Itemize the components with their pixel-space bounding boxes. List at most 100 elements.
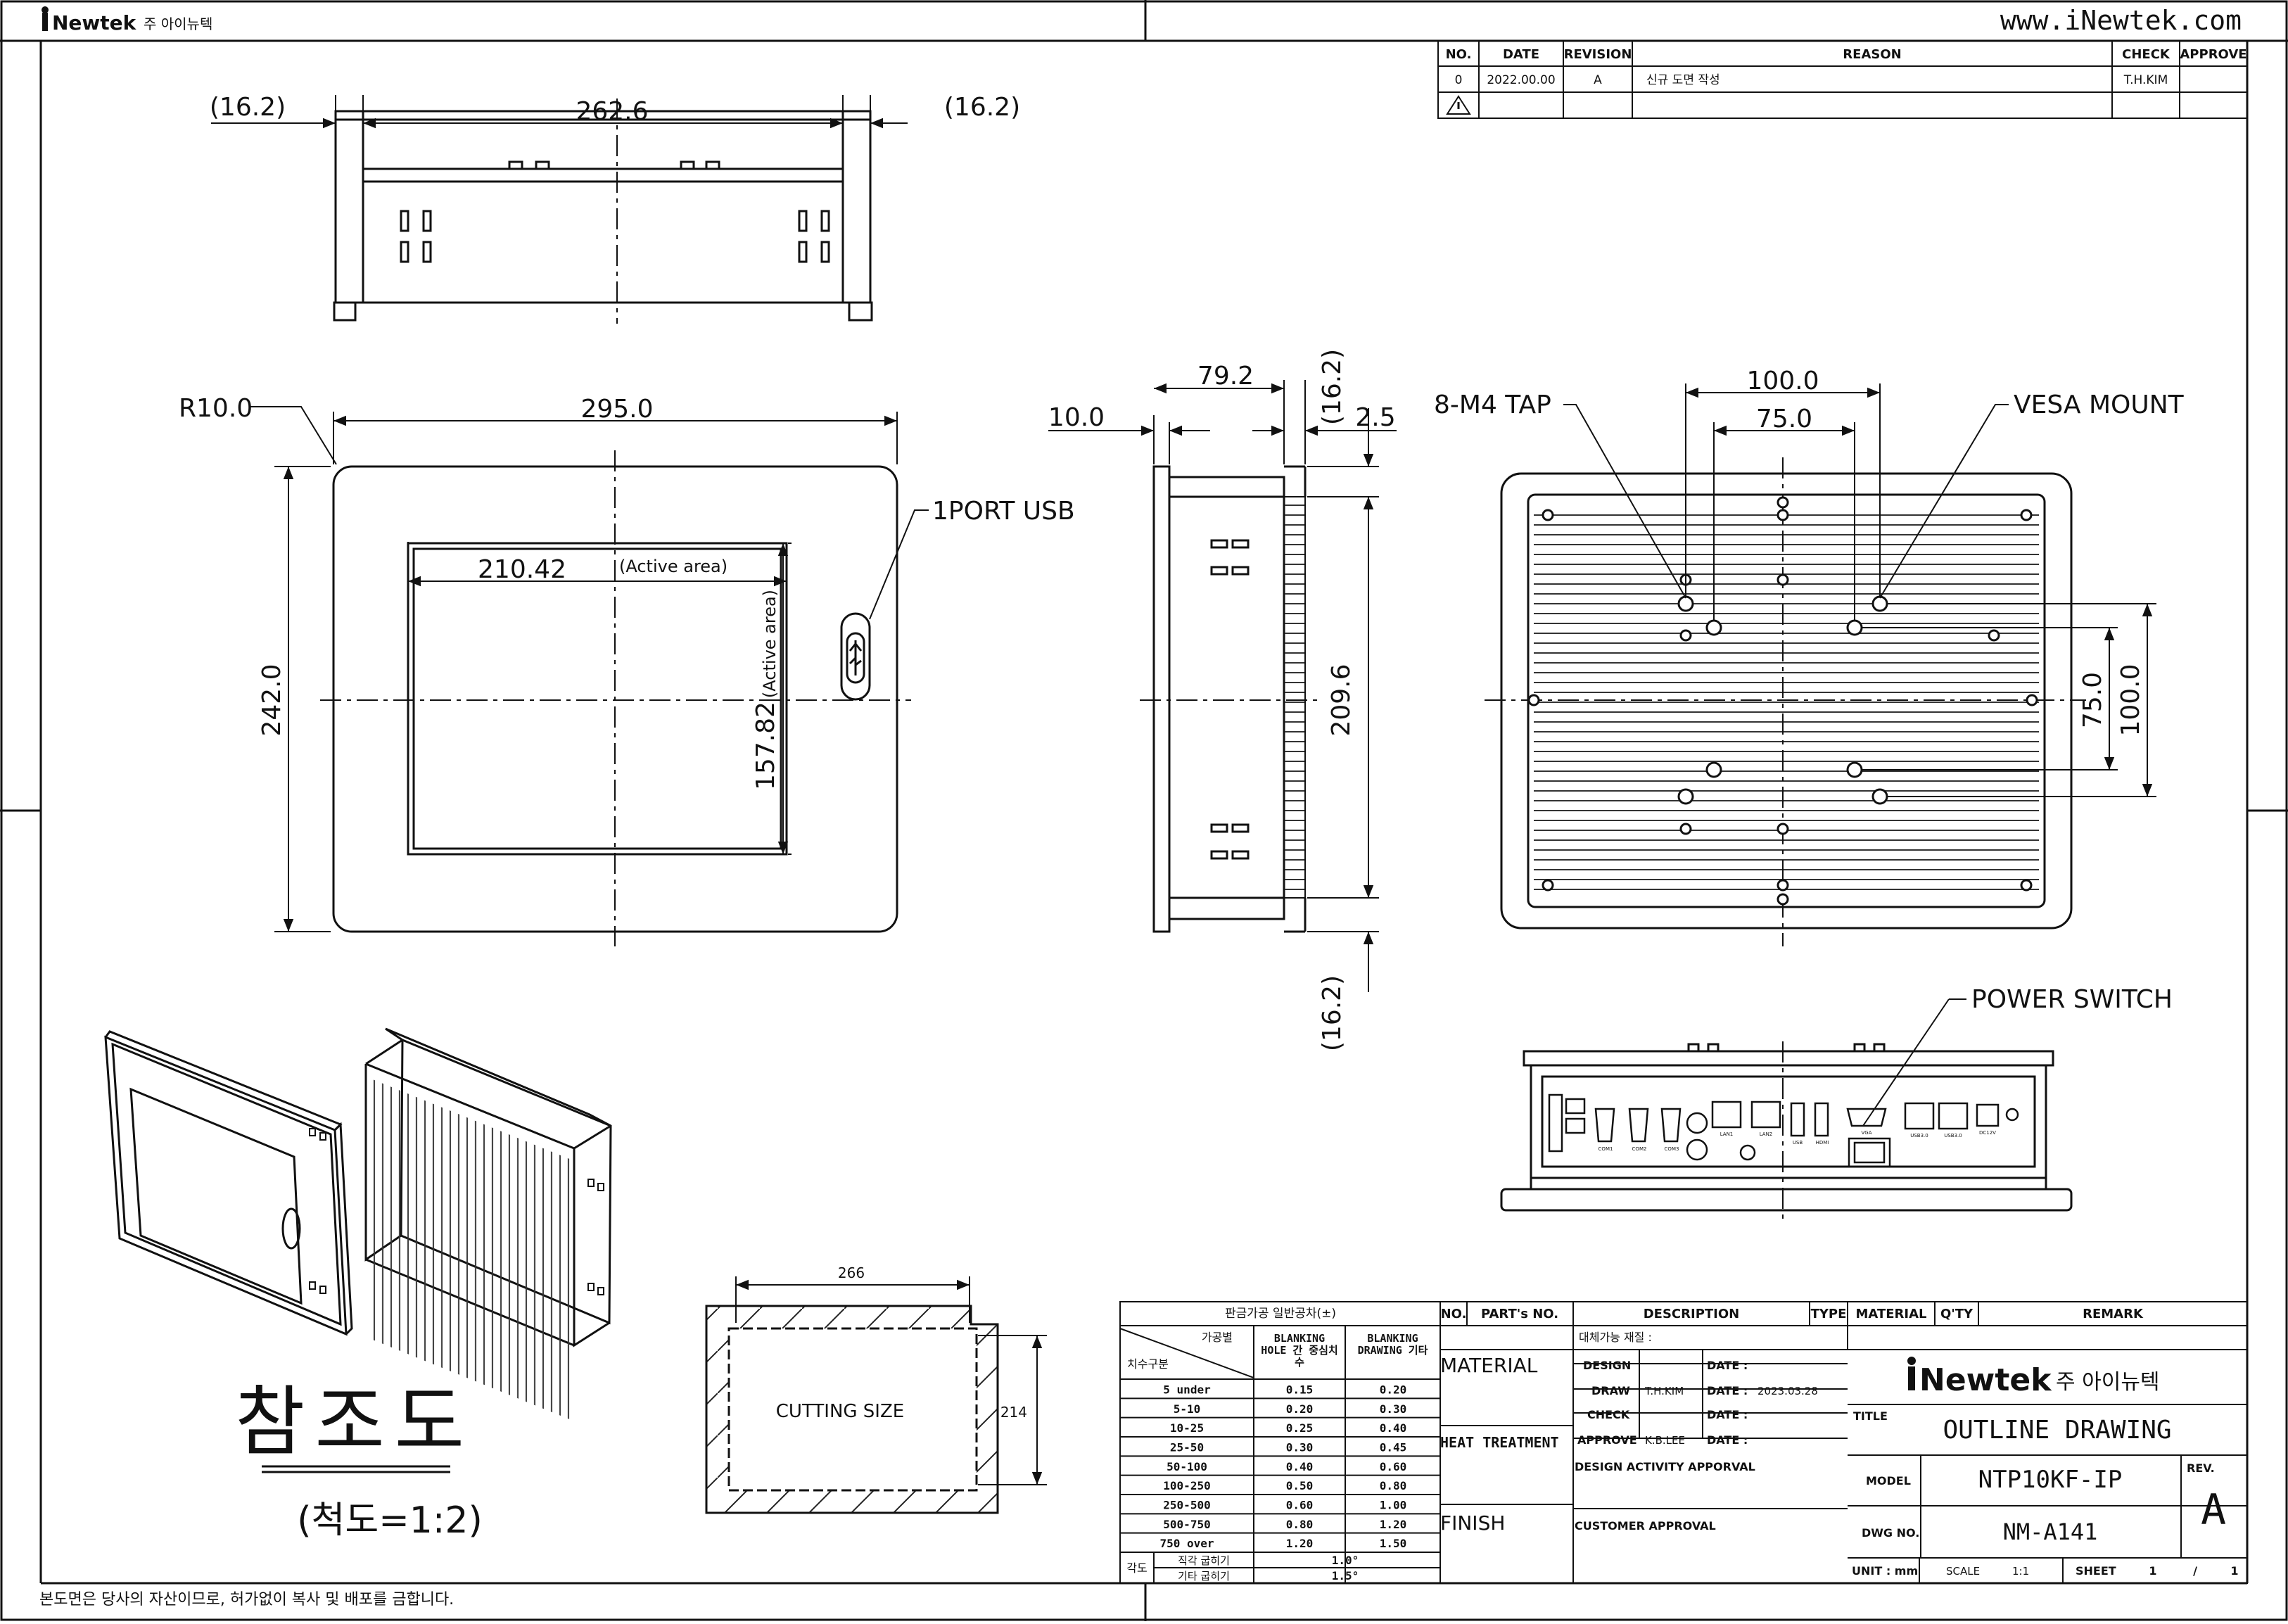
io-port-dc12v: DC12V	[1979, 1130, 1996, 1136]
rear-vesa-label: VESA MOUNT	[2014, 391, 2185, 419]
tol-row-range: 10-25	[1170, 1421, 1204, 1435]
header-logo-text: Newtek	[52, 11, 137, 34]
tol-row-drawing: 0.45	[1380, 1441, 1407, 1454]
tb-date-draw: DATE :	[1707, 1384, 1748, 1397]
tb-head-material: MATERIAL	[1856, 1307, 1927, 1321]
tol-col1-head: BLANKING HOLE 간 중심치수	[1261, 1332, 1338, 1369]
reference-scale: (척도=1:2)	[297, 1499, 483, 1542]
io-view: POWER SWITCH COM1 COM2 COM3 LAN1 LAN2 US…	[1500, 985, 2173, 1224]
tb-design: DESIGN	[1583, 1359, 1631, 1372]
rev-head-check: CHECK	[2122, 47, 2171, 62]
tol-angle-other-value: 1.5°	[1332, 1569, 1359, 1582]
tb-sheet-label: SHEET	[2076, 1564, 2116, 1578]
tb-model-label: MODEL	[1866, 1474, 1911, 1487]
tb-head-type: TYPE	[1811, 1307, 1847, 1321]
tb-rev-value: A	[2201, 1485, 2226, 1535]
io-port-usb3-b: USB3.0	[1944, 1133, 1962, 1138]
front-active-h-note: (Active area)	[760, 590, 780, 698]
rev-head-date: DATE	[1503, 47, 1539, 62]
tb-draw-name: T.H.KIM	[1644, 1385, 1684, 1397]
tol-row-hole: 0.15	[1286, 1383, 1314, 1397]
io-port-com3: COM3	[1665, 1146, 1679, 1152]
io-port-usb3-a: USB3.0	[1910, 1133, 1928, 1138]
tol-row-range: 250-500	[1163, 1499, 1210, 1512]
tb-dwg-value: NM-A141	[2003, 1518, 2098, 1545]
rev-row-reason: 신규 도면 작성	[1646, 73, 1720, 87]
tb-head-part: PART's NO.	[1481, 1307, 1558, 1321]
tol-row-range: 50-100	[1167, 1460, 1207, 1473]
rev-head-no: NO.	[1446, 47, 1472, 62]
side-dim-gap: 2.5	[1355, 403, 1395, 432]
tb-unit-label: UNIT : mm	[1852, 1564, 1918, 1578]
io-port-com2: COM2	[1632, 1146, 1647, 1152]
io-port-vga: VGA	[1861, 1130, 1871, 1136]
tol-row-range: 100-250	[1163, 1479, 1210, 1492]
rear-dim-75-h: 75.0	[1756, 405, 1812, 433]
tb-date-design: DATE :	[1707, 1359, 1748, 1372]
tol-angle-other-label: 기타 굽히기	[1178, 1570, 1230, 1582]
isometric-views	[104, 1027, 612, 1420]
tol-angle-right-label: 직각 굽히기	[1178, 1554, 1230, 1567]
top-dim-width: 262.6	[576, 97, 648, 126]
tb-head-desc: DESCRIPTION	[1644, 1307, 1740, 1321]
io-port-usb: USB	[1793, 1140, 1803, 1146]
rev-row-no: 0	[1455, 73, 1463, 87]
tb-substitute: 대체가능 재질 :	[1579, 1331, 1652, 1344]
tb-date-check: DATE :	[1707, 1408, 1748, 1421]
rear-dim-100-h: 100.0	[1746, 367, 1819, 395]
tol-row-range: 5-10	[1174, 1402, 1201, 1416]
tb-scale-value: 1:1	[2012, 1565, 2029, 1578]
cutting-height: 214	[1000, 1404, 1027, 1421]
rev-row-revision: A	[1594, 73, 1602, 87]
tb-head-no: NO.	[1441, 1307, 1467, 1321]
tol-row-hole: 0.80	[1286, 1518, 1314, 1531]
tol-row-drawing: 0.20	[1380, 1383, 1407, 1397]
tb-title-label: TITLE	[1853, 1409, 1888, 1423]
tb-approve: APPROVE	[1577, 1433, 1637, 1447]
io-port-lan1: LAN1	[1720, 1131, 1734, 1137]
side-dim-depth: 79.2	[1197, 362, 1254, 391]
tb-rev-label: REV.	[2187, 1461, 2215, 1475]
tol-row-drawing: 1.00	[1380, 1499, 1407, 1512]
rev-head-approve: APPROVE	[2180, 47, 2246, 62]
tol-col2-head: BLANKING DRAWING 기타	[1357, 1332, 1428, 1357]
reference-title: 참조도	[235, 1378, 474, 1466]
tol-angle-right-value: 1.0°	[1332, 1554, 1359, 1567]
rear-tap-label: 8-M4 TAP	[1434, 391, 1551, 419]
tb-dwg-label: DWG NO.	[1862, 1526, 1919, 1540]
tb-title-value: OUTLINE DRAWING	[1943, 1416, 2171, 1445]
tol-angle-label: 각도	[1126, 1561, 1147, 1575]
tol-row-range: 25-50	[1170, 1441, 1204, 1454]
tol-row-drawing: 1.20	[1380, 1518, 1407, 1531]
cutting-size: 266 214 CUTTING SIZE	[705, 1264, 1047, 1514]
tb-customer: CUSTOMER APPROVAL	[1575, 1519, 1716, 1533]
tol-row-hole: 0.50	[1286, 1479, 1314, 1492]
tb-sheet-value: 1	[2149, 1564, 2156, 1578]
top-dim-right: (16.2)	[944, 93, 1020, 122]
cutting-label: CUTTING SIZE	[776, 1401, 904, 1422]
tb-head-qty: Q'TY	[1940, 1307, 1974, 1321]
tb-material: MATERIAL	[1440, 1354, 1538, 1377]
rear-dim-75-v: 75.0	[2078, 672, 2107, 728]
tb-date-approve: DATE :	[1707, 1433, 1748, 1447]
footer-notice: 본도면은 당사의 자산이므로, 허가없이 복사 및 배포를 금합니다.	[39, 1591, 454, 1609]
side-view: 79.2 10.0 2.5 (16.2) 209.6 (16.2)	[1048, 349, 1397, 1051]
tol-row-range: 5 under	[1163, 1383, 1210, 1397]
io-port-lan2: LAN2	[1760, 1131, 1773, 1137]
tol-row-hole: 1.20	[1286, 1537, 1314, 1550]
tol-row-range: 750 over	[1159, 1537, 1214, 1550]
tb-scale-label: SCALE	[1946, 1565, 1980, 1578]
revision-table: NO. DATE REVISION REASON CHECK APPROVE 0…	[1437, 40, 2248, 119]
tb-draw-date: 2023.03.28	[1758, 1385, 1818, 1397]
tb-logo: Newtek 주 아이뉴텍	[1907, 1357, 2160, 1398]
tol-row-hole: 0.20	[1286, 1402, 1314, 1416]
rev-row-check: T.H.KIM	[2123, 73, 2168, 87]
tol-row-hole: 0.25	[1286, 1421, 1314, 1435]
tb-logo-text: Newtek	[1919, 1362, 2052, 1398]
tb-sheet-sep: /	[2193, 1564, 2197, 1578]
rev-head-reason: REASON	[1843, 47, 1901, 62]
front-usb-label: 1PORT USB	[932, 497, 1075, 526]
front-view: 295.0 R10.0 242.0 210.42 (Active area) 1…	[179, 394, 1075, 946]
